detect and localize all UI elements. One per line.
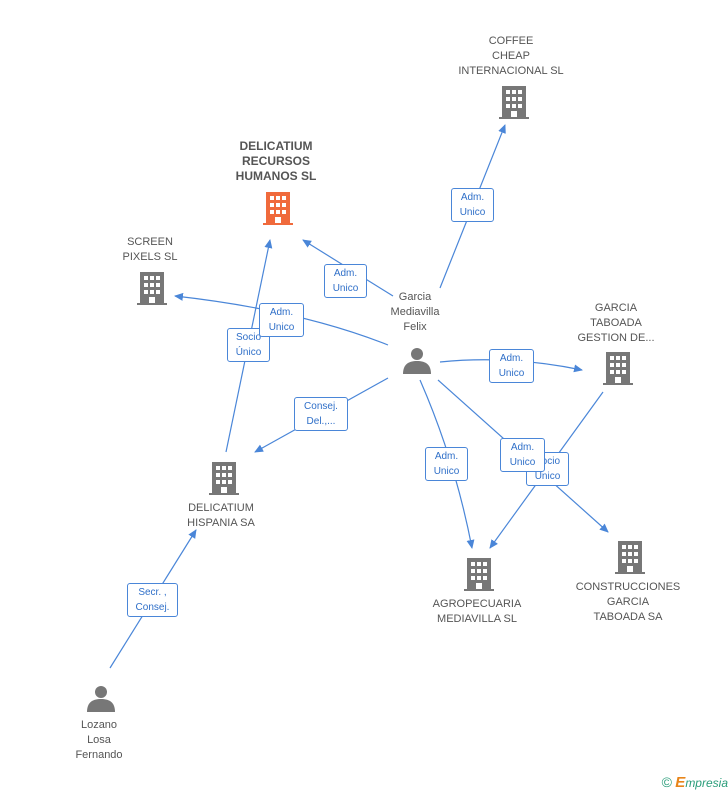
person-icon[interactable]: [403, 348, 431, 374]
copyright-symbol: ©: [661, 774, 672, 790]
edge-label-felix-agro: Adm. Unico: [425, 447, 468, 481]
empresia-logo: © Empresia: [662, 774, 728, 791]
node-label-agropecuaria[interactable]: AGROPECUARIA MEDIAVILLA SL: [432, 598, 522, 625]
edge-label-felix-construcciones: Adm. Unico: [500, 438, 545, 472]
building-icon[interactable]: [603, 352, 633, 385]
building-icon[interactable]: [615, 541, 645, 574]
node-label-garcia-taboada[interactable]: GARCIA TABOADA GESTION DE...: [577, 302, 655, 344]
edge-label-felix-hispania: Consej. Del.,...: [294, 397, 348, 431]
node-label-delicatium-hispania[interactable]: DELICATIUM HISPANIA SA: [187, 502, 255, 529]
node-icons: [87, 86, 645, 712]
building-icon[interactable]: [137, 272, 167, 305]
edge-label-felix-screen: Adm. Unico: [259, 303, 304, 337]
edge-label-felix-coffee: Adm. Unico: [451, 188, 494, 222]
node-label-delicatium-rrhh[interactable]: DELICATIUM RECURSOS HUMANOS SL: [235, 139, 317, 183]
brand-initial: E: [675, 774, 686, 791]
edge-label-felix-rrhh: Adm. Unico: [324, 264, 367, 298]
brand-name: mpresia: [685, 776, 728, 790]
building-icon[interactable]: [209, 462, 239, 495]
edge-label-hispania-rrhh: Socio Único: [227, 328, 270, 362]
building-icon[interactable]: [464, 558, 494, 591]
building-icon[interactable]: [499, 86, 529, 119]
building-icon[interactable]: [263, 192, 293, 225]
edge-label-felix-taboada: Adm. Unico: [489, 349, 534, 383]
node-label-coffee[interactable]: COFFEE CHEAP INTERNACIONAL SL: [458, 35, 564, 77]
node-label-lozano[interactable]: Lozano Losa Fernando: [75, 719, 123, 761]
person-icon[interactable]: [87, 686, 115, 712]
node-label-screen[interactable]: SCREEN PIXELS SL: [122, 236, 178, 263]
edges: [109, 124, 609, 669]
edge-label-lozano-hispania: Secr. , Consej.: [127, 583, 178, 617]
node-label-garcia-felix[interactable]: Garcia Mediavilla Felix: [390, 291, 440, 333]
node-label-construcciones[interactable]: CONSTRUCCIONES GARCIA TABOADA SA: [575, 581, 681, 623]
